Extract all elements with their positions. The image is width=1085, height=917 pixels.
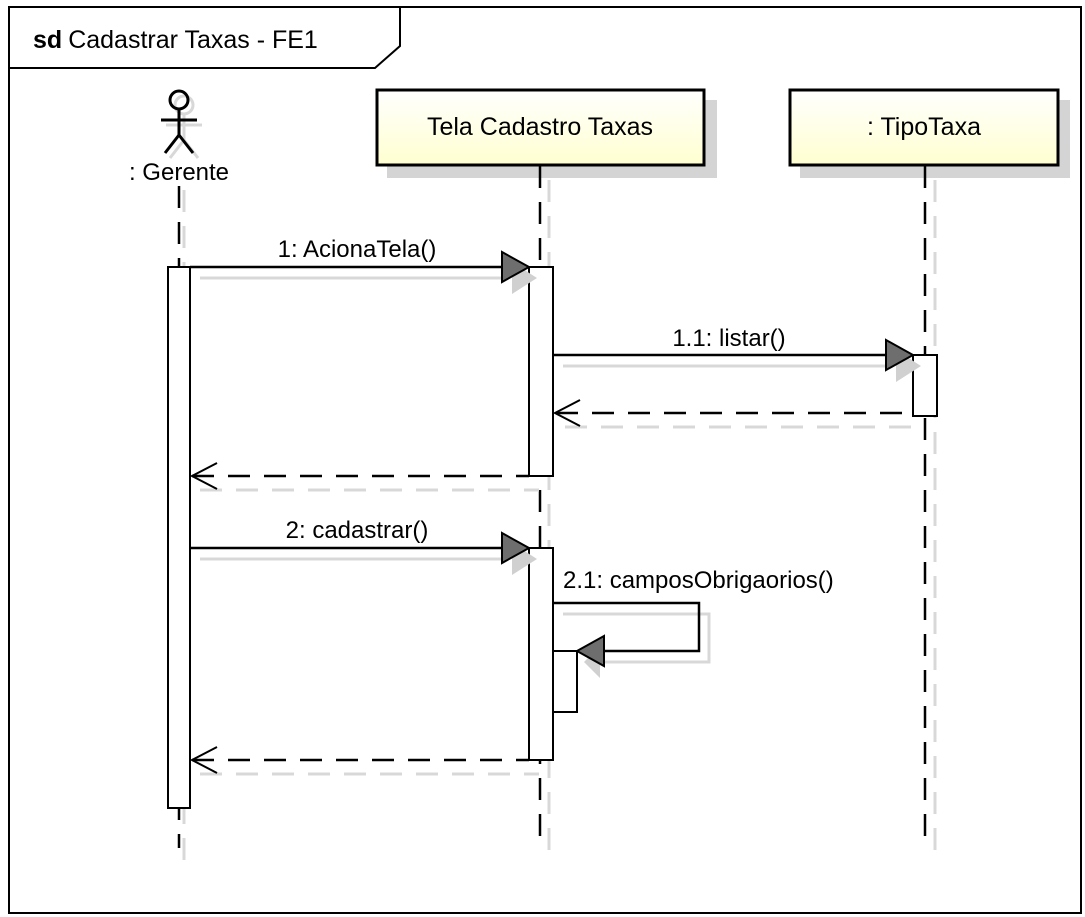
- frame-name: Cadastrar Taxas - FE1: [68, 26, 318, 54]
- frame-label-tab: [9, 6, 401, 69]
- message-m1[interactable]: 1: AcionaTela(): [190, 236, 537, 294]
- message-label: 1.1: listar(): [672, 325, 785, 352]
- actor-icon: [161, 89, 202, 159]
- arrowhead-icon: [501, 531, 532, 565]
- arrowhead-icon: [574, 634, 605, 668]
- lifeline-tela[interactable]: Tela Cadastro Taxas: [375, 88, 717, 850]
- activation-tela-nested[interactable]: [552, 650, 578, 713]
- message-label: 2: cadastrar(): [286, 517, 429, 544]
- object-box-tela: [375, 88, 706, 167]
- return-arrowhead-icon: [189, 462, 218, 490]
- message-r1-1[interactable]: [552, 399, 923, 429]
- activation-tela-2[interactable]: [528, 547, 554, 761]
- lifeline-label-tipotaxa: : TipoTaxa: [867, 113, 981, 141]
- message-shadow: [563, 612, 711, 664]
- activation-gerente[interactable]: [167, 266, 191, 809]
- message-r2[interactable]: [189, 746, 539, 776]
- arrowhead-icon: [885, 338, 916, 372]
- lifeline-tipotaxa[interactable]: : TipoTaxa: [788, 88, 1070, 850]
- object-box-tipotaxa: [788, 88, 1060, 167]
- activation-bars: [167, 266, 938, 809]
- return-arrowhead-icon: [189, 746, 218, 774]
- arrowhead-icon: [501, 250, 532, 284]
- frame-border: [8, 6, 1082, 914]
- return-arrowhead-icon: [552, 399, 581, 427]
- frame-keyword: sd: [33, 26, 62, 54]
- message-m1-1[interactable]: 1.1: listar(): [553, 325, 921, 382]
- message-line: [553, 601, 701, 653]
- message-m2-1[interactable]: 2.1: camposObrigaorios(): [553, 567, 834, 678]
- message-r1[interactable]: [189, 462, 539, 492]
- message-m2[interactable]: 2: cadastrar(): [190, 517, 537, 575]
- lifeline-label-tela: Tela Cadastro Taxas: [427, 113, 653, 141]
- activation-tela-1[interactable]: [528, 266, 554, 477]
- message-label: 1: AcionaTela(): [278, 236, 437, 263]
- lifeline-label-gerente: : Gerente: [129, 159, 229, 186]
- message-label: 2.1: camposObrigaorios(): [563, 567, 834, 594]
